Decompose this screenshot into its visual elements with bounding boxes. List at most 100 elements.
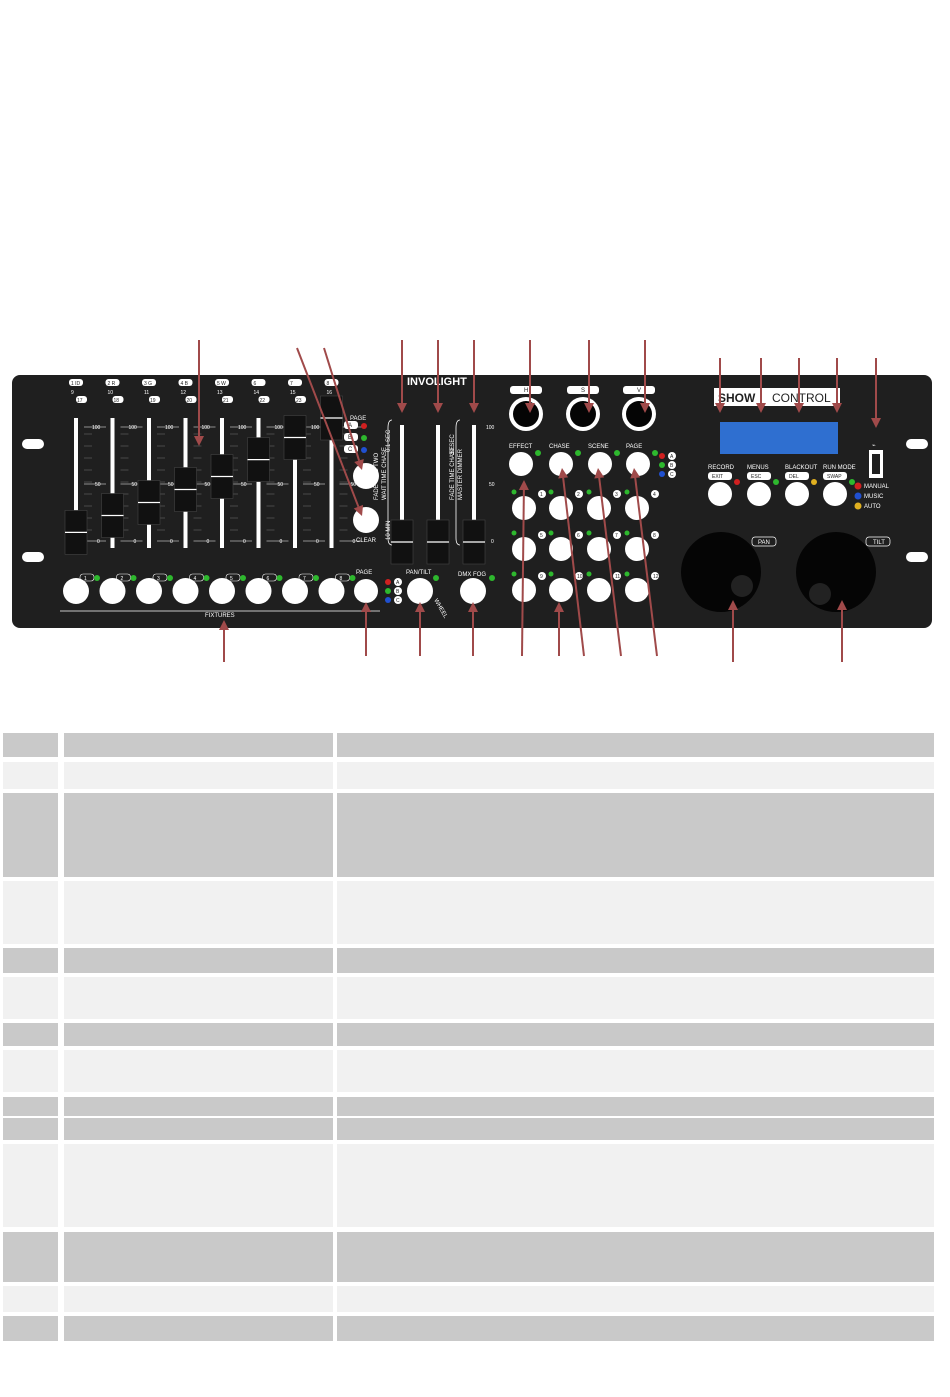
function-button[interactable]	[823, 482, 847, 506]
table-cell	[3, 1232, 58, 1282]
table-row	[3, 1097, 934, 1116]
fader-top-label: 3 G	[144, 381, 152, 387]
fixture-button[interactable]	[172, 578, 199, 604]
table-row	[3, 1118, 934, 1140]
number-led	[511, 571, 517, 577]
fixture-page-tag	[394, 596, 402, 604]
fixture-tag	[79, 573, 95, 582]
dmx-fog-button[interactable]	[460, 578, 486, 604]
callout-arrow-head	[594, 468, 605, 479]
table-cell	[337, 1286, 934, 1312]
number-button[interactable]	[625, 578, 649, 602]
fixture-page-led	[385, 597, 391, 603]
mode-button[interactable]	[626, 452, 650, 476]
fixture-button[interactable]	[245, 578, 272, 604]
callout-arrow-head	[415, 602, 425, 612]
fixture-number: 3	[157, 576, 160, 582]
page-led	[361, 447, 367, 453]
fixture-tag	[225, 573, 241, 582]
number-led	[586, 530, 592, 536]
tilt-joystick[interactable]	[796, 532, 876, 612]
rack-slot	[22, 552, 44, 562]
fixture-page-letter: B	[396, 589, 400, 595]
fader-bot-label: 23	[296, 398, 302, 404]
fixture-page-led	[385, 588, 391, 594]
sec01-label: 0.1 SEC	[386, 429, 392, 452]
number-button[interactable]	[587, 496, 611, 520]
scale-max: 100	[311, 425, 320, 431]
fixtures-page-button[interactable]	[354, 579, 378, 603]
master-mid: 50	[489, 482, 495, 488]
fader-bot-label: 22	[260, 398, 266, 404]
number-tag	[575, 490, 583, 498]
pan-joystick[interactable]	[681, 532, 761, 612]
function-button[interactable]	[708, 482, 732, 506]
fixture-button[interactable]	[99, 578, 126, 604]
function-label: RECORD	[708, 465, 735, 471]
fixture-button[interactable]	[282, 578, 308, 604]
mode-button[interactable]	[588, 452, 612, 476]
fader-bot-tag	[149, 396, 160, 403]
fixture-button[interactable]	[209, 578, 235, 604]
scale-mid: 50	[168, 482, 174, 488]
mode-button-label: SCENE	[588, 444, 609, 450]
number-button[interactable]	[549, 537, 573, 561]
fixtures-page-label: PAGE	[356, 570, 372, 576]
fixture-button[interactable]	[63, 578, 89, 604]
function-button[interactable]	[785, 482, 809, 506]
mode-button[interactable]	[549, 452, 573, 476]
page-right-led	[659, 453, 665, 459]
table-row	[3, 977, 934, 1019]
fader-bot-label: 20	[187, 398, 193, 404]
number-label: 3	[615, 492, 618, 498]
table-cell	[64, 762, 333, 789]
table-row	[3, 1286, 934, 1312]
number-tag	[613, 531, 621, 539]
callout-arrow-head	[468, 602, 478, 612]
number-button[interactable]	[549, 496, 573, 520]
callout-arrow-line	[634, 477, 658, 657]
fader-mid-label: 14	[254, 390, 260, 396]
scale-min: 0	[316, 539, 319, 545]
number-button[interactable]	[549, 578, 573, 602]
fixture-led	[349, 575, 356, 581]
callout-arrows	[194, 340, 881, 662]
fixture-number: 4	[194, 576, 197, 582]
page-up-button[interactable]	[353, 463, 379, 489]
number-tag	[651, 572, 659, 580]
scale-mid: 50	[241, 482, 247, 488]
number-button[interactable]	[587, 578, 611, 602]
fader-bank: 1005001005001005001005001005001005001005…	[64, 395, 362, 555]
table-row	[3, 881, 934, 944]
fixture-button[interactable]	[136, 578, 162, 604]
fader-track	[329, 418, 334, 548]
fixture-led	[167, 575, 173, 581]
fade-time-two-label: FADE TIME TWO	[374, 453, 380, 500]
fader-top-tag	[178, 379, 193, 386]
number-button[interactable]	[625, 496, 649, 520]
callout-arrow-head	[361, 602, 371, 612]
fader-top-label: 8	[327, 381, 330, 387]
master-min: 0	[491, 539, 494, 545]
page-right-letter: A	[670, 454, 674, 460]
fader-top-tag	[105, 379, 120, 386]
function-button[interactable]	[747, 482, 771, 506]
table-row	[3, 1050, 934, 1092]
mode-led	[652, 450, 658, 456]
table-cell	[337, 1023, 934, 1046]
pan-tilt-button[interactable]	[407, 578, 433, 604]
number-button[interactable]	[512, 578, 536, 602]
callout-arrow-head	[837, 600, 847, 610]
fixture-button[interactable]	[318, 578, 345, 604]
run-mode-label: MUSIC	[864, 494, 884, 500]
callout-arrow-head	[871, 418, 881, 428]
number-button[interactable]	[587, 537, 611, 561]
callout-arrow-head	[794, 403, 804, 413]
fader-track	[256, 418, 261, 548]
scale-mid: 50	[205, 482, 211, 488]
table-cell	[3, 762, 58, 789]
mode-button[interactable]	[509, 452, 533, 476]
